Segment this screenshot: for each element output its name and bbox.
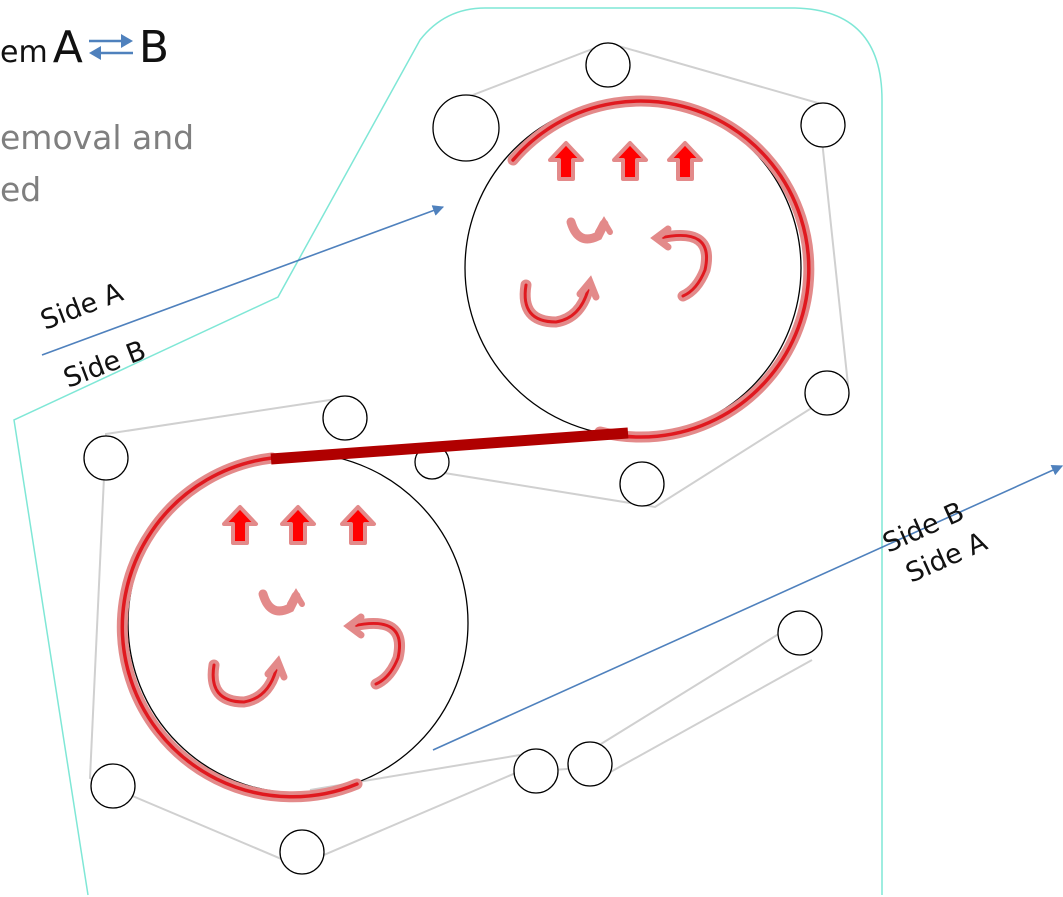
- roller-upper-top: [585, 42, 631, 88]
- page-subtitle: emoval and ed: [0, 112, 194, 216]
- upper-drum-coating: [507, 95, 815, 443]
- circulation-arrow-icon: [519, 275, 600, 328]
- lower-drum-up-arrows: [222, 505, 376, 545]
- lower-drum-coating: [116, 452, 363, 803]
- title-prefix: em: [0, 35, 48, 70]
- roller-upper-left: [432, 94, 500, 162]
- subtitle-line-1: emoval and: [0, 118, 195, 157]
- upper-belt-path: [431, 41, 850, 509]
- lower-right-belt-path: [587, 621, 799, 753]
- upper-drum-circulation-arrows: [519, 216, 712, 328]
- upper-drum-up-arrows: [548, 141, 703, 181]
- title-from: A: [52, 22, 83, 73]
- up-arrow-icon: [612, 141, 648, 181]
- upper-side-pointer: [41, 205, 445, 356]
- up-arrow-icon: [548, 141, 584, 181]
- roller-upper-bottom: [619, 461, 665, 507]
- machine-frame-outline: [13, 7, 883, 896]
- idler-rollers: [83, 42, 850, 875]
- roller-lower-right-1: [513, 748, 559, 794]
- up-arrow-icon: [222, 505, 258, 545]
- lower-side-pointer: [432, 465, 1063, 751]
- up-arrow-icon: [340, 505, 376, 545]
- roller-lower-left: [83, 435, 129, 481]
- roller-upper-right: [800, 102, 846, 148]
- page-title: em A B: [0, 22, 169, 73]
- exchange-arrows-icon: [88, 34, 133, 60]
- roller-upper-lower-right: [804, 370, 850, 416]
- lower-right-belt-path-2: [604, 659, 813, 776]
- roller-lower-bottom-left: [90, 763, 136, 809]
- lower-drum-circulation-arrows: [207, 588, 405, 708]
- circulation-arrow-icon: [207, 655, 288, 708]
- roller-lower-right-3: [777, 610, 823, 656]
- belt-paths: [88, 41, 850, 868]
- circulation-arrow-icon: [258, 588, 305, 616]
- circulation-arrow-icon: [650, 225, 712, 302]
- up-arrow-icon: [667, 141, 703, 181]
- roller-lower-right-2: [567, 741, 613, 787]
- circulation-arrow-icon: [566, 216, 613, 244]
- title-to: B: [138, 22, 170, 73]
- up-arrow-icon: [280, 505, 316, 545]
- lower-belt-path-left: [88, 397, 533, 868]
- transfer-nip-bar: [270, 427, 629, 465]
- roller-lower-bottom: [279, 829, 325, 875]
- roller-lower-top: [322, 395, 368, 441]
- subtitle-line-2: ed: [0, 170, 42, 209]
- circulation-arrow-icon: [343, 613, 405, 690]
